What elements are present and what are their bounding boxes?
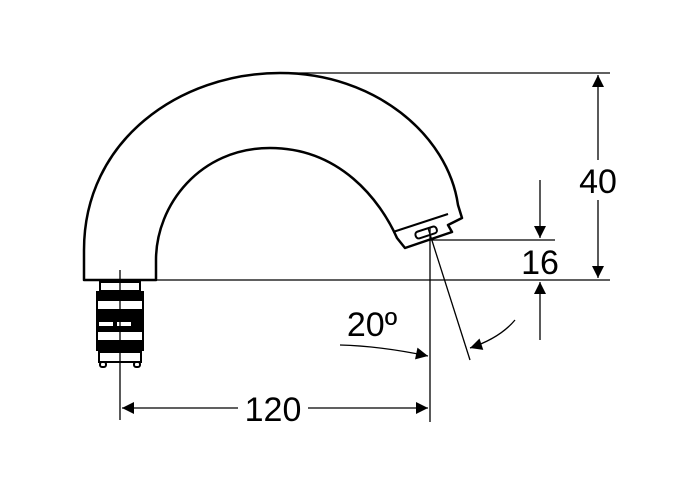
aerator-slot	[414, 225, 438, 240]
angle-arrow-right	[469, 319, 516, 350]
dim-label-120: 120	[245, 391, 302, 429]
angle-arrow-left	[339, 344, 429, 360]
dim-label-40: 40	[579, 163, 617, 201]
dim-label-16: 16	[521, 244, 559, 282]
spout-body	[82, 71, 464, 282]
angle-line	[427, 227, 471, 361]
dim-label-angle: 20º	[347, 306, 397, 344]
spout-tip-edge	[392, 213, 449, 233]
